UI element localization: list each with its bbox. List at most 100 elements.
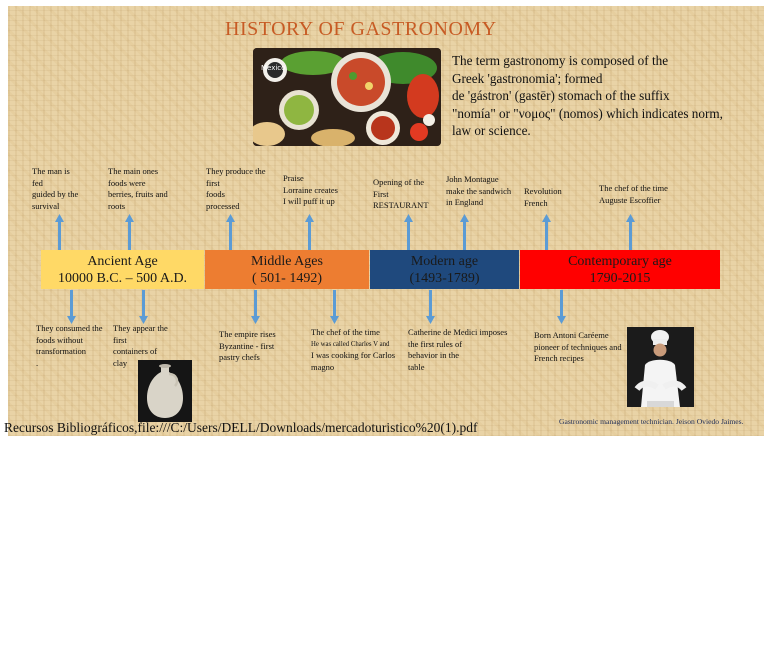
note-above: Opening of the First RESTAURANT xyxy=(373,177,429,212)
note-line: French xyxy=(524,197,548,208)
intro-line: law or science. xyxy=(452,123,531,138)
food-photo-icon xyxy=(253,48,441,146)
era-band-ancient: Ancient Age 10000 B.C. – 500 A.D. xyxy=(41,250,204,289)
note-line: the first rules of xyxy=(408,338,463,349)
arrow-up-icon xyxy=(55,214,64,250)
note-line: They produce the xyxy=(206,166,266,176)
era-range: (1493-1789) xyxy=(409,271,480,286)
note-line: . xyxy=(36,357,39,368)
note-line: containers of xyxy=(113,346,158,356)
arrow-down-icon xyxy=(557,290,566,324)
arrow-down-icon xyxy=(67,290,76,324)
note-line: first xyxy=(113,334,127,345)
intro-text: The term gastronomy is composed of the G… xyxy=(452,52,742,140)
note-line: berries, fruits and xyxy=(108,189,168,199)
note-line: I was cooking for Carlos xyxy=(311,350,396,360)
note-above: The man is fed guided by the survival xyxy=(32,166,78,212)
era-band-modern: Modern age (1493-1789) xyxy=(370,250,519,289)
note-line: Born Antoni Caréeme xyxy=(534,330,609,340)
note-line: They appear the xyxy=(113,323,168,333)
arrow-up-icon xyxy=(226,214,235,250)
note-below: The empire rises Byzantine - first pastr… xyxy=(219,329,276,364)
arrow-up-icon xyxy=(305,214,314,250)
note-line: Byzantine - first xyxy=(219,340,275,351)
note-line: I will puff it up xyxy=(283,196,335,206)
note-line: behavior in the xyxy=(408,350,459,360)
note-line: The chef of the time xyxy=(311,327,380,337)
page-title: HISTORY OF GASTRONOMY xyxy=(225,18,497,40)
note-below: Born Antoni Caréeme pioneer of technique… xyxy=(534,330,622,365)
era-range: 1790-2015 xyxy=(589,271,651,286)
note-line: Auguste Escoffier xyxy=(599,194,661,205)
clay-jug-icon xyxy=(138,360,192,422)
note-above: Revolution French xyxy=(524,186,562,209)
chef-icon xyxy=(627,327,694,407)
note-line: pastry chefs xyxy=(219,352,260,362)
arrow-down-icon xyxy=(330,290,339,324)
note-below: They appear the first containers of clay xyxy=(113,323,168,369)
author-credit: Gastronomic management technician. Jeiso… xyxy=(559,417,744,426)
note-line: first xyxy=(206,177,220,188)
bibliography-credit: Recursos Bibliográficos,file:///C:/Users… xyxy=(4,420,478,435)
note-line: Praise xyxy=(283,173,304,183)
note-line: Opening of the xyxy=(373,177,424,187)
note-line: Revolution xyxy=(524,186,562,196)
arrow-up-icon xyxy=(125,214,134,250)
note-line: pioneer of techniques and xyxy=(534,341,622,352)
note-line: The main ones xyxy=(108,166,159,176)
note-line: The chef of the time xyxy=(599,183,668,193)
note-above: Praise Lorraine creates I will puff it u… xyxy=(283,173,338,208)
note-above: The main ones foods were berries, fruits… xyxy=(108,166,168,212)
note-above: The chef of the time Auguste Escoffier xyxy=(599,183,668,206)
note-line: Lorraine creates xyxy=(283,184,338,195)
note-line: clay xyxy=(113,357,128,368)
photo-label: Mexico xyxy=(261,64,286,72)
intro-line: Greek 'gastronomia'; formed xyxy=(452,70,603,86)
note-line: He was called Charles V and xyxy=(311,340,390,348)
era-name: Modern age xyxy=(410,254,479,269)
note-above: They produce the first foods processed xyxy=(206,166,265,212)
note-line: John Montague xyxy=(446,174,499,184)
note-line: processed xyxy=(206,200,240,211)
era-band-contemporary: Contemporary age 1790-2015 xyxy=(520,250,720,289)
era-name: Ancient Age xyxy=(87,254,158,269)
arrow-up-icon xyxy=(542,214,551,250)
note-line: in England xyxy=(446,197,484,207)
note-line: They consumed the xyxy=(36,323,103,333)
note-below: They consumed the foods without transfor… xyxy=(36,323,103,369)
arrow-down-icon xyxy=(139,290,148,324)
arrow-down-icon xyxy=(251,290,260,324)
note-below: Catherine de Medici imposes the first ru… xyxy=(408,327,507,373)
note-line: transformation xyxy=(36,346,87,356)
note-line: table xyxy=(408,361,425,372)
food-photo: Mexico xyxy=(253,48,441,146)
arrow-up-icon xyxy=(460,214,469,250)
intro-line: "nomía" or "νομος" (nomos) which indicat… xyxy=(452,105,723,121)
era-range: ( 501- 1492) xyxy=(252,271,322,286)
note-line: The man is xyxy=(32,166,70,176)
arrow-up-icon xyxy=(626,214,635,250)
era-band-middle: Middle Ages ( 501- 1492) xyxy=(205,250,369,289)
note-line: French recipes xyxy=(534,353,584,363)
intro-line: de 'gástron' (gastēr) stomach of the suf… xyxy=(452,88,670,103)
note-line: fed xyxy=(32,177,43,188)
note-line: foods without xyxy=(36,334,83,345)
note-line: foods xyxy=(206,189,225,199)
note-line: roots xyxy=(108,200,125,211)
note-line: The empire rises xyxy=(219,329,276,339)
era-name: Contemporary age xyxy=(568,254,672,269)
note-line: Catherine de Medici imposes xyxy=(408,327,508,337)
note-below: The chef of the time He was called Charl… xyxy=(311,327,395,373)
note-line: make the sandwich xyxy=(446,185,512,196)
intro-line: The term gastronomy is composed of the xyxy=(452,53,669,68)
chef-icon xyxy=(627,327,694,407)
note-line: First xyxy=(373,188,389,199)
clay-jug-icon xyxy=(138,360,192,422)
era-name: Middle Ages xyxy=(251,254,323,269)
note-above: John Montague make the sandwich in Engla… xyxy=(446,174,511,209)
note-line: RESTAURANT xyxy=(373,200,429,210)
arrow-down-icon xyxy=(426,290,435,324)
arrow-up-icon xyxy=(404,214,413,250)
note-line: foods were xyxy=(108,177,146,188)
note-line: guided by the xyxy=(32,189,79,199)
